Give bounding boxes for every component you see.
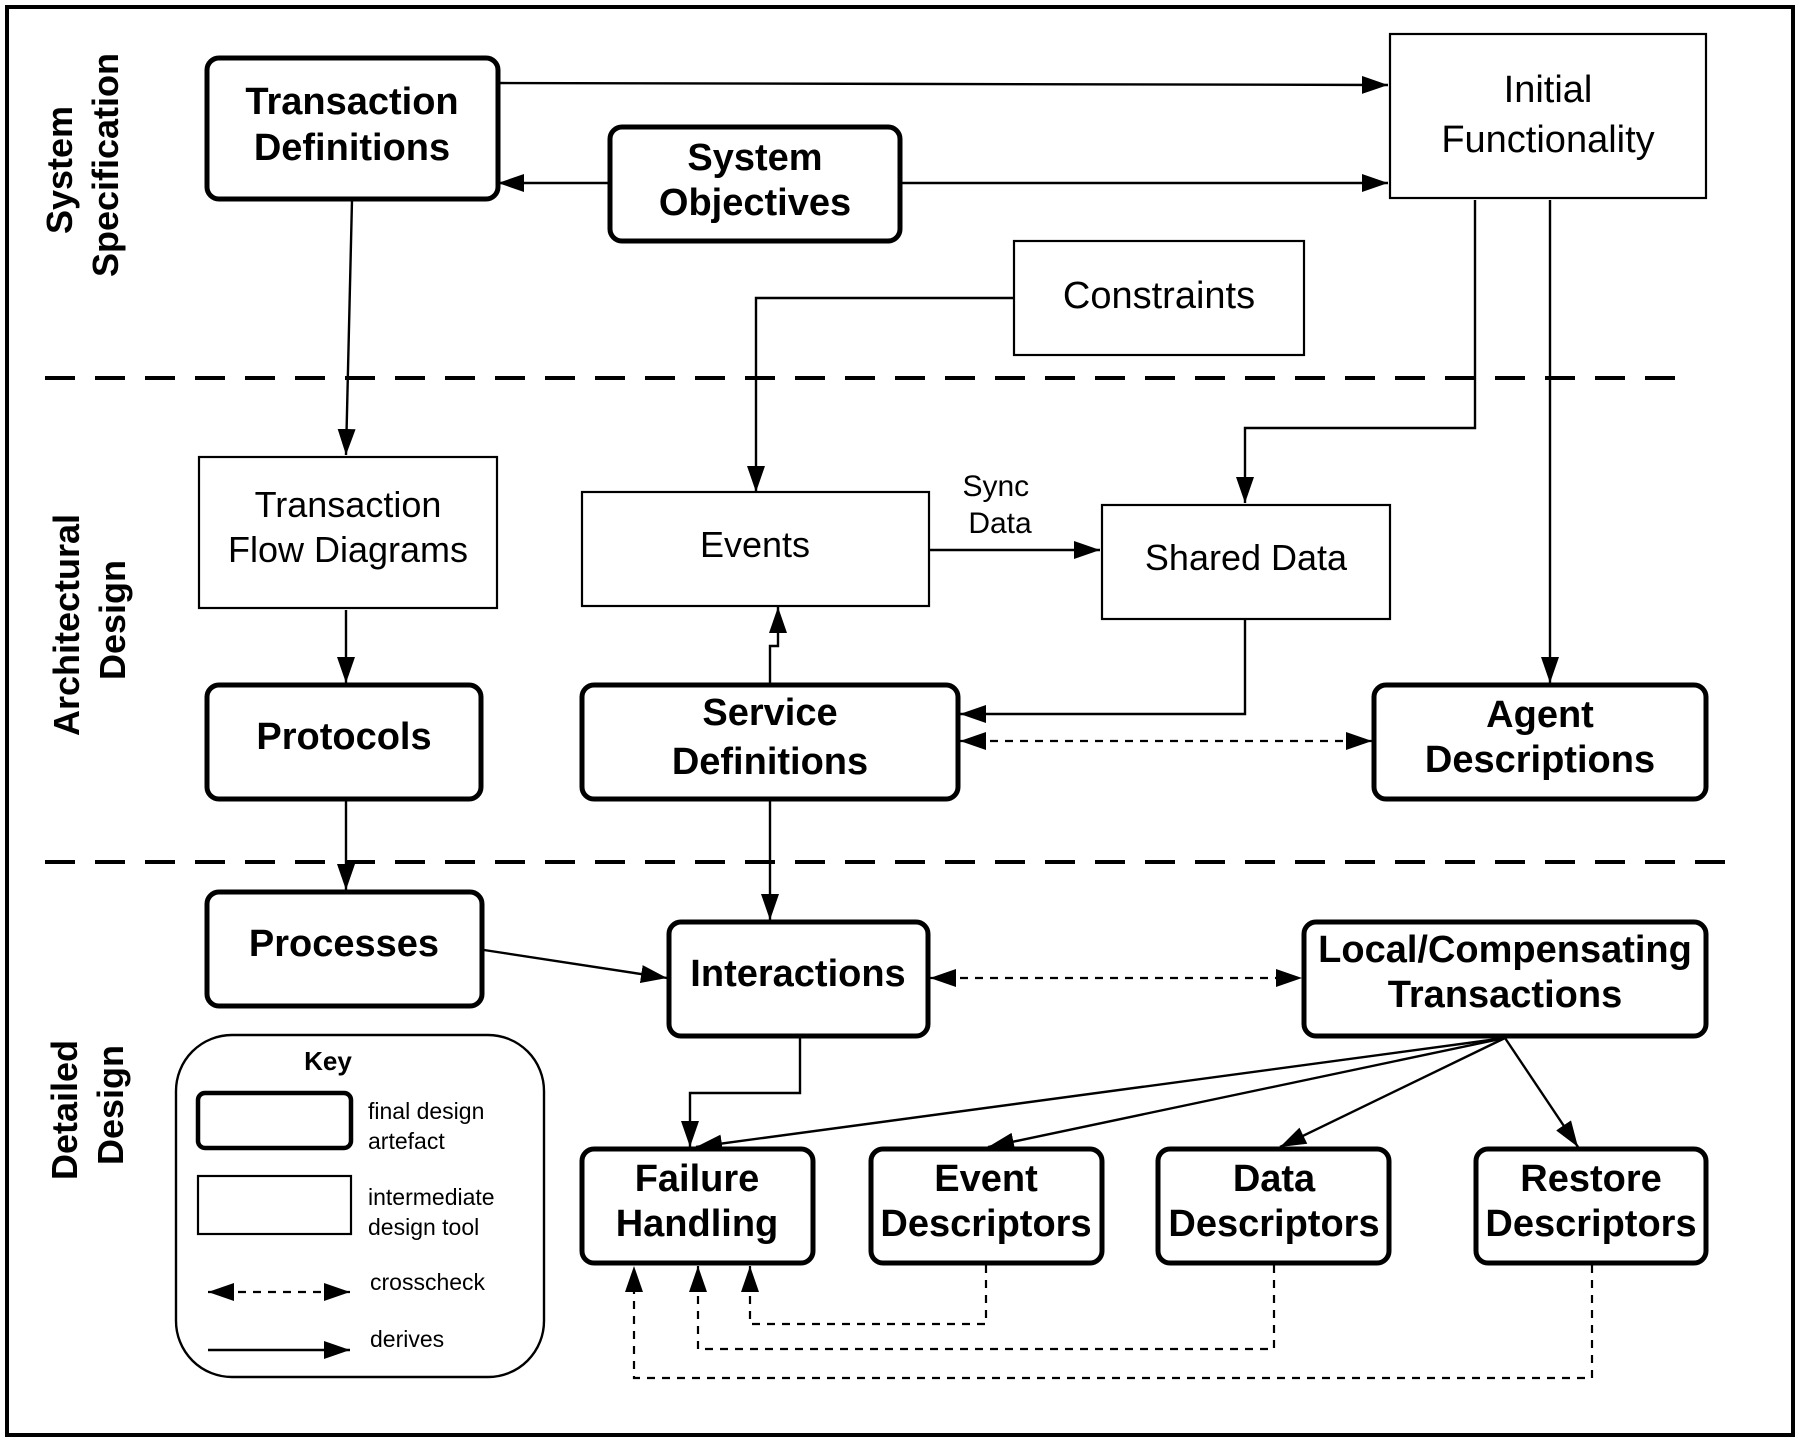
outer-frame — [5, 5, 1795, 1437]
edge-local-transactions-to-restore-descriptors — [1504, 1037, 1579, 1148]
crosscheck-data-descriptors-failure-handling — [689, 1265, 1276, 1351]
svg-text:Constraints: Constraints — [1063, 275, 1255, 317]
edge-local-transactions-to-failure-handling — [695, 1036, 1506, 1153]
phase-label-detailed-design: Detailed Design — [44, 1030, 131, 1180]
edge-local-transactions-to-data-descriptors — [1279, 1036, 1506, 1149]
legend-title: Key — [304, 1046, 352, 1076]
node-events: Events — [580, 490, 931, 608]
node-interactions: Interactions — [666, 919, 931, 1039]
edge-shared-data-to-service-definitions — [960, 620, 1247, 723]
phase-label-system-specification: System Specification — [39, 53, 126, 277]
svg-text:Processes: Processes — [249, 923, 439, 965]
crosscheck-restore-descriptors-failure-handling — [625, 1265, 1594, 1380]
phase-label-architectural-design: Architectural Design — [46, 504, 133, 736]
edge-initial-functionality-to-shared-data — [1236, 200, 1477, 503]
node-processes: Processes — [204, 889, 485, 1009]
node-protocols: Protocols — [204, 682, 484, 802]
edge-service-definitions-to-events — [768, 607, 787, 685]
edge-constraints-to-events — [747, 296, 1014, 492]
node-constraints: Constraints — [1012, 239, 1306, 357]
edge-transaction-definitions-to-flow-diagrams — [337, 199, 356, 456]
edge-interactions-to-failure-handling — [681, 1037, 802, 1147]
legend-derives-label: derives — [370, 1326, 444, 1352]
edge-transaction-definitions-to-initial-functionality — [497, 75, 1389, 94]
svg-text:Interactions: Interactions — [690, 953, 905, 995]
edge-processes-to-interactions — [483, 948, 668, 983]
svg-text:Shared Data: Shared Data — [1145, 537, 1348, 578]
edge-local-transactions-to-event-descriptors — [987, 1036, 1506, 1151]
svg-text:Events: Events — [700, 524, 810, 565]
node-shared-data: Shared Data — [1100, 503, 1392, 621]
legend-crosscheck-label: crosscheck — [370, 1269, 486, 1295]
legend-final-swatch — [195, 1090, 354, 1151]
legend-intermediate-swatch — [196, 1174, 353, 1236]
edge-label-sync-data: Sync Data — [962, 470, 1037, 540]
svg-text:Protocols: Protocols — [256, 716, 431, 758]
crosscheck-event-descriptors-failure-handling — [741, 1265, 988, 1326]
